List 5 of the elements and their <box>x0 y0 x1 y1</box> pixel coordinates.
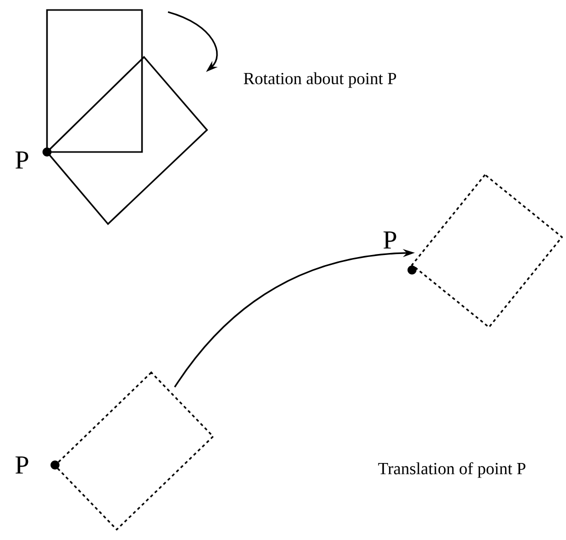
point-label: P <box>16 151 28 168</box>
caption-text: Rotation about point P <box>244 72 396 88</box>
caption-text: Translation of point P <box>378 462 526 478</box>
point-label: P <box>16 456 28 474</box>
point-label: P <box>384 231 396 248</box>
